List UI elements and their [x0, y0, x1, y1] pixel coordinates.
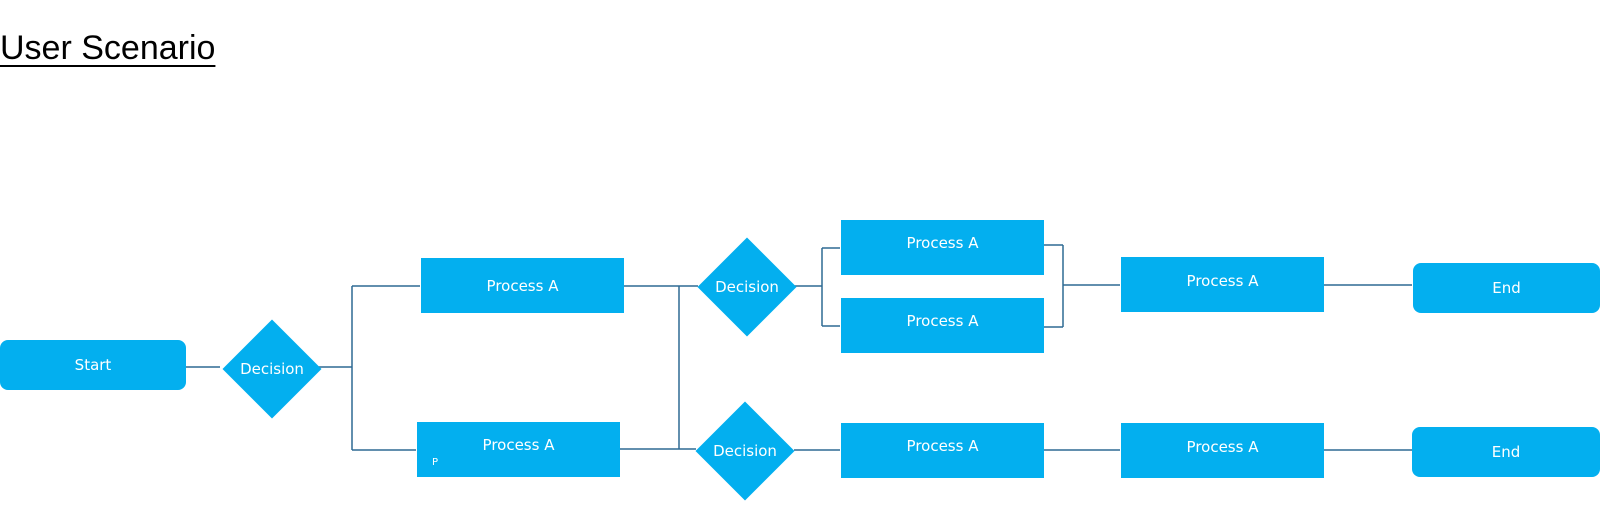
end-node-lower[interactable]: End	[1412, 427, 1600, 477]
process-branch-bottom-node[interactable]: Process A	[841, 298, 1044, 353]
decision-node-upper[interactable]: Decision	[697, 237, 797, 337]
decision-node-1[interactable]: Decision	[222, 319, 322, 419]
page-title: User Scenario	[0, 29, 216, 67]
decision-node-lower[interactable]: Decision	[695, 401, 795, 501]
start-node[interactable]: Start	[0, 340, 186, 390]
process-upper-node[interactable]: Process A	[421, 258, 624, 313]
decision-label: Decision	[240, 360, 304, 378]
process-lower-2-node[interactable]: Process A	[841, 423, 1044, 478]
process-merge-node[interactable]: Process A	[1121, 257, 1324, 312]
decision-label: Decision	[713, 442, 777, 460]
process-lower-3-node[interactable]: Process A	[1121, 423, 1324, 478]
decision-label: Decision	[715, 278, 779, 296]
stray-text-fragment: P	[432, 457, 439, 468]
process-branch-top-node[interactable]: Process A	[841, 220, 1044, 275]
end-node-upper[interactable]: End	[1413, 263, 1600, 313]
process-lower-node[interactable]: Process A	[417, 422, 620, 477]
